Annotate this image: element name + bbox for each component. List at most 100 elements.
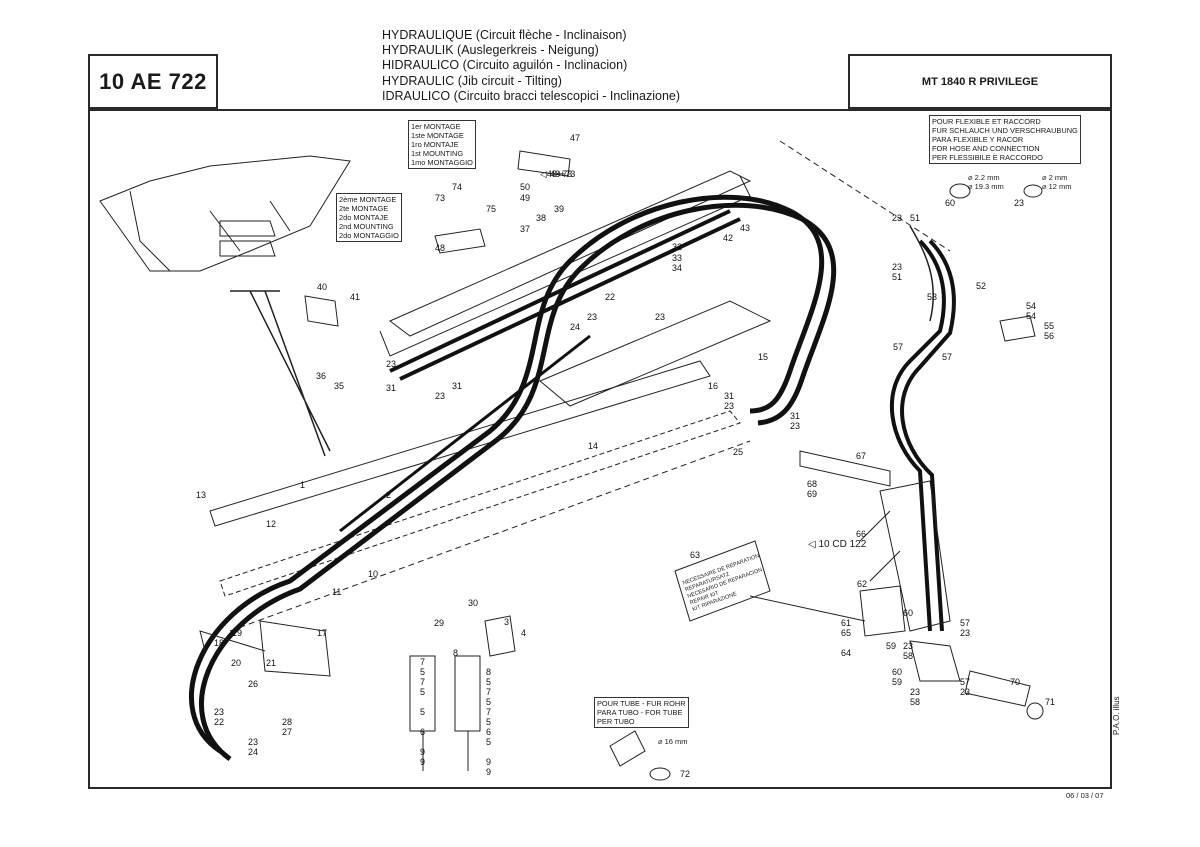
callout-23b: 23 <box>655 312 665 322</box>
repair-kit-leader <box>749 595 866 622</box>
boom-main-beam <box>209 360 711 527</box>
title-block: HYDRAULIQUE (Circuit flèche - Inclinaiso… <box>382 28 680 104</box>
hose-upper <box>389 209 731 373</box>
callout-31c: 31 <box>724 391 734 401</box>
dashed-leader <box>779 140 951 252</box>
document-code-box: 10 AE 722 <box>88 54 218 109</box>
callout-4: 4 <box>521 628 526 638</box>
clamp-stack-a <box>409 655 436 732</box>
callout-54b: 54 <box>1026 311 1036 321</box>
valve-block-57 <box>909 640 961 682</box>
callout-18: 18 <box>214 638 224 648</box>
callout-75: 75 <box>486 204 496 214</box>
callout-42: 42 <box>723 233 733 243</box>
clamp-stack-b <box>454 655 481 732</box>
oring-60-icon <box>949 183 971 199</box>
callout-23n: 23 <box>910 687 920 697</box>
callout-5f: 5 <box>486 717 491 727</box>
bracket-3 <box>484 615 516 657</box>
callout-37: 37 <box>520 224 530 234</box>
boom-head-outline <box>99 155 351 272</box>
callout-63: 63 <box>690 550 700 560</box>
callout-58a: 58 <box>903 651 913 661</box>
repair-kit-label-box <box>674 540 771 622</box>
callout-64: 64 <box>841 648 851 658</box>
callout-62: 62 <box>857 579 867 589</box>
hydraulic-diagram: 47 48+73 50 49 39 38 37 74 73 75 48 43 4… <box>99 133 1055 781</box>
callout-5g: 5 <box>486 737 491 747</box>
callout-20: 20 <box>231 658 241 668</box>
cylinder-66 <box>879 480 951 632</box>
callout-23h: 23 <box>248 737 258 747</box>
callout-66: 66 <box>856 529 866 539</box>
callout-36: 36 <box>316 371 326 381</box>
callout-38: 38 <box>536 213 546 223</box>
model-box: MT 1840 R PRIVILEGE <box>848 54 1112 109</box>
callout-23d: 23 <box>435 391 445 401</box>
callout-23l: 23 <box>903 641 913 651</box>
callout-16: 16 <box>708 381 718 391</box>
callout-53: 53 <box>927 292 937 302</box>
callout-7a: 7 <box>420 657 425 667</box>
boom-lower-edge <box>229 440 751 632</box>
callout-23o: 23 <box>960 687 970 697</box>
callout-12: 12 <box>266 519 276 529</box>
callout-7b: 7 <box>420 677 425 687</box>
document-code: 10 AE 722 <box>99 68 207 94</box>
title-fr: HYDRAULIQUE (Circuit flèche - Inclinaiso… <box>382 28 627 42</box>
callout-31a: 31 <box>386 383 396 393</box>
callout-31b: 31 <box>452 381 462 391</box>
callout-5a: 5 <box>420 667 425 677</box>
callout-57b: 57 <box>942 352 952 362</box>
callout-56: 56 <box>1044 331 1054 341</box>
tube-fitting-72 <box>609 730 646 767</box>
callout-5d: 5 <box>486 677 491 687</box>
hose-right-a <box>889 239 946 632</box>
callout-7d: 7 <box>486 707 491 717</box>
callout-11: 11 <box>332 587 341 597</box>
callout-8b: 8 <box>486 667 491 677</box>
boom-valve-block <box>219 220 276 257</box>
valve-block-62 <box>859 585 906 637</box>
hose-connection-note: POUR FLEXIBLE ET RACCORD FUR SCHLAUCH UN… <box>929 115 1081 164</box>
callout-60c: 60 <box>892 667 902 677</box>
callout-5e: 5 <box>486 697 491 707</box>
callout-61: 61 <box>841 618 851 628</box>
callout-9b: 9 <box>420 757 425 767</box>
callout-73: 73 <box>435 193 445 203</box>
callout-33: 33 <box>672 253 682 263</box>
title-de: HYDRAULIK (Auslegerkreis - Neigung) <box>382 43 599 58</box>
title-it: IDRAULICO (Circuito bracci telescopici -… <box>382 88 681 103</box>
callout-31d: 31 <box>790 411 800 421</box>
boom-upper-rail <box>389 170 752 337</box>
ref-arrow-icon: ◁ <box>808 539 816 550</box>
footer-date: 06 / 03 / 07 <box>1066 791 1104 800</box>
callout-29: 29 <box>434 618 444 628</box>
tube-note: POUR TUBE - FUR ROHR PARA TUBO - FOR TUB… <box>594 697 689 728</box>
callout-48: 48 <box>435 243 445 253</box>
footer-illus: P.A.O. illus <box>1112 696 1121 735</box>
callout-28: 28 <box>282 717 292 727</box>
boom-upper-rail-side <box>379 175 751 357</box>
title-es: HIDRAULICO (Circuito aguilón - Inclinaci… <box>382 58 628 73</box>
bracket-40 <box>304 295 339 327</box>
tube-dimension: ⌀ 16 mm <box>658 737 688 746</box>
boom-head-detail <box>129 190 291 272</box>
callout-68: 68 <box>807 479 817 489</box>
boom-arm <box>539 300 772 407</box>
callout-23c: 23 <box>386 359 396 369</box>
callout-55: 55 <box>1044 321 1054 331</box>
callout-32: 32 <box>672 242 682 252</box>
callout-65: 65 <box>841 628 851 638</box>
callout-7c: 7 <box>486 687 491 697</box>
callout-5b: 5 <box>420 687 425 697</box>
callout-50: 50 <box>520 182 530 192</box>
callout-15: 15 <box>758 352 768 362</box>
callout-23f: 23 <box>790 421 800 431</box>
bolt-18 <box>199 630 266 652</box>
diagram-frame: 47 48+73 50 49 39 38 37 74 73 75 48 43 4… <box>88 109 1112 789</box>
callout-59a: 59 <box>886 641 896 651</box>
callout-57a: 57 <box>893 342 903 352</box>
callout-23k: 23 <box>892 262 902 272</box>
reference-10cd122: ◁ 10 CD 122 <box>808 539 867 550</box>
